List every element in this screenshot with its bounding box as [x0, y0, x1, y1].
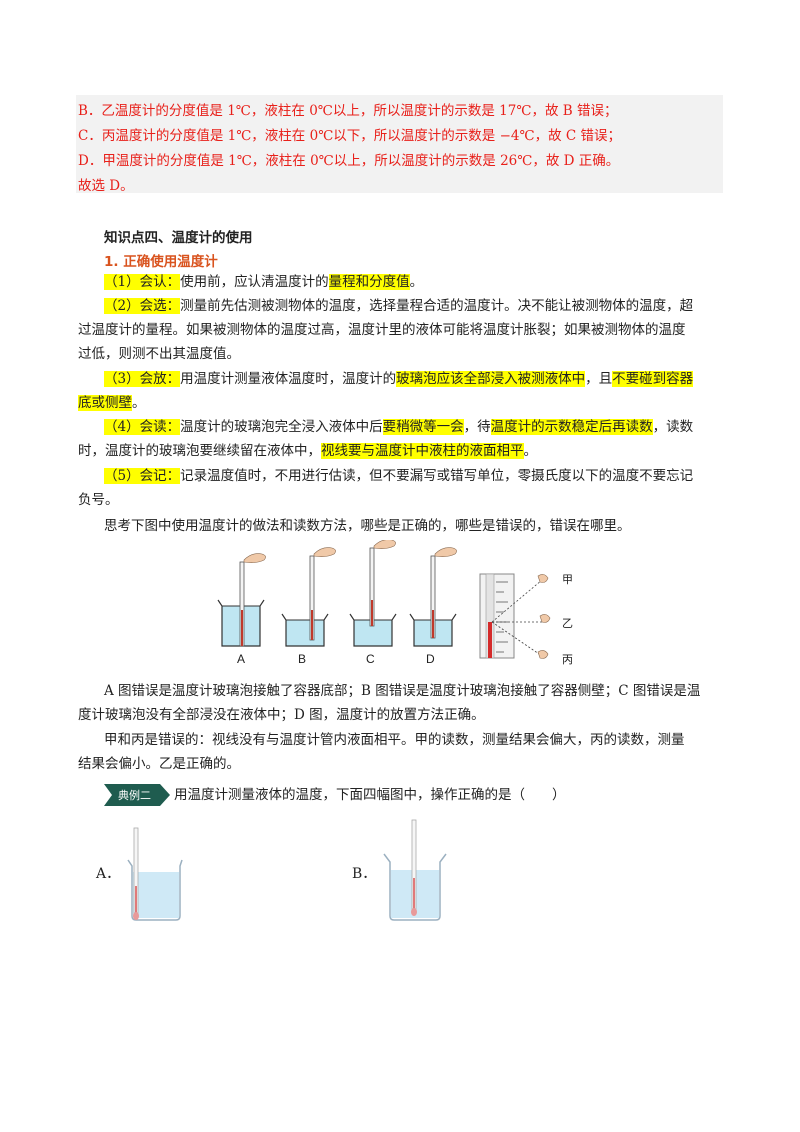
rule-2-label: （2）会选：	[104, 298, 181, 314]
option-b-label[interactable]: B．	[352, 866, 377, 882]
rule-2-text-1: 测量前先估测被测物体的温度，选择量程合适的温度计。决不能让被测物体的温度，超	[180, 298, 694, 314]
explain-p1-line1: A 图错误是温度计玻璃泡接触了容器底部；B 图错误是温度计玻璃泡接触了容器侧壁；…	[104, 683, 701, 699]
option-a-figure[interactable]	[124, 826, 186, 922]
answer-conclusion: 故选 D。	[78, 178, 134, 194]
rule-4-highlight-1: 要稍微等一会	[382, 419, 464, 435]
rule-4-highlight-3: 视线要与温度计中液柱的液面相平	[321, 443, 524, 459]
rule-2-line-3: 过低，则测不出其温度值。	[78, 346, 240, 362]
example-question: 用温度计测量液体的温度，下面四幅图中，操作正确的是（ ）	[174, 787, 566, 803]
rule-4-line-1: （4）会读：温度计的玻璃泡完全浸入液体中后要稍微等一会，待温度计的示数稳定后再读…	[104, 417, 693, 437]
beaker-label-b: B	[298, 652, 307, 666]
rule-1-label: （1）会认：	[104, 274, 181, 290]
example-tag: 典例二	[118, 790, 151, 802]
rule-4-text-2: 时，温度计的玻璃泡要继续留在液体中，	[78, 443, 321, 459]
rule-4-highlight-2: 温度计的示数稳定后再读数	[490, 419, 653, 435]
rule-5-label: （5）会记：	[104, 468, 181, 484]
explain-p1-line2: 度计玻璃泡没有全部浸没在液体中；D 图，温度计的放置方法正确。	[78, 707, 485, 723]
rule-4-label: （4）会读：	[104, 419, 181, 435]
rule-5-line-1: （5）会记：记录温度值时，不用进行估读，但不要漏写或错写单位，零摄氏度以下的温度…	[104, 466, 693, 486]
option-b-figure[interactable]	[380, 818, 450, 924]
rule-3-line-1: （3）会放：用温度计测量液体温度时，温度计的玻璃泡应该全部浸入被测液体中，且不要…	[104, 369, 694, 389]
rule-2-line-2: 过温度计的量程。如果被测物体的温度过高，温度计里的液体可能将温度计胀裂；如果被测…	[78, 322, 686, 338]
section-title: 知识点四、温度计的使用	[104, 230, 253, 246]
rule-5-text: 记录温度值时，不用进行估读，但不要漏写或错写单位，零摄氏度以下的温度不要忘记	[180, 468, 694, 484]
rule-1: （1）会认：使用前，应认清温度计的量程和分度值。	[104, 272, 423, 292]
beaker-d	[409, 547, 457, 647]
beaker-label-c: C	[366, 652, 375, 666]
rule-3-label: （3）会放：	[104, 371, 181, 387]
explain-p2-line1: 甲和丙是错误的：视线没有与温度计管内液面相平。甲的读数，测量结果会偏大，丙的读数…	[104, 732, 685, 748]
rule-2-line-1: （2）会选：测量前先估测被测物体的温度，选择量程合适的温度计。决不能让被测物体的…	[104, 296, 693, 316]
example-tag-shape	[104, 784, 170, 806]
beaker-label-d: D	[426, 652, 435, 666]
answer-box	[76, 95, 723, 193]
rule-4-line-2: 时，温度计的玻璃泡要继续留在液体中，视线要与温度计中液柱的液面相平。	[78, 441, 537, 461]
beaker-b	[281, 547, 336, 647]
answer-line-b: B．乙温度计的分度值是 1℃，液柱在 0℃以上，所以温度计的示数是 17℃，故 …	[78, 103, 618, 119]
rule-4-text: 温度计的玻璃泡完全浸入液体中后	[180, 419, 383, 435]
section-subtitle: 1. 正确使用温度计	[104, 254, 218, 270]
rule-1-end: 。	[409, 274, 424, 290]
view-label-jia: 甲	[562, 573, 573, 586]
view-label-yi: 乙	[562, 617, 573, 630]
reading-view-figure	[479, 573, 551, 659]
rule-3-highlight-2a: 不要碰到容器	[612, 371, 694, 387]
answer-line-c: C．丙温度计的分度值是 1℃，液柱在 0℃以下，所以温度计的示数是 −4℃，故 …	[78, 128, 621, 144]
rule-3-highlight-2b: 底或侧壁	[78, 395, 132, 411]
beaker-label-a: A	[237, 652, 246, 666]
rule-4-mid: ，待	[463, 419, 491, 435]
view-label-bing: 丙	[562, 653, 573, 666]
rule-4-end-2: 。	[523, 443, 538, 459]
beaker-c	[349, 540, 397, 647]
rule-3-end: 。	[132, 395, 146, 411]
rule-1-text: 使用前，应认清温度计的	[180, 274, 329, 290]
rule-3-text: 用温度计测量液体温度时，温度计的	[180, 371, 397, 387]
rule-3-highlight-1: 玻璃泡应该全部浸入被测液体中	[396, 371, 586, 387]
explain-p2-line2: 结果会偏小。乙是正确的。	[78, 756, 240, 772]
rule-4-end: ，读数	[652, 419, 694, 435]
rule-3-line-2: 底或侧壁。	[78, 393, 146, 413]
rule-3-mid: ，且	[585, 371, 613, 387]
beaker-a	[217, 553, 266, 647]
beakers-figure	[217, 540, 457, 647]
rule-1-highlight: 量程和分度值	[328, 274, 410, 290]
option-a-label[interactable]: A．	[96, 866, 121, 882]
answer-line-d: D．甲温度计的分度值是 1℃，液柱在 0℃以上，所以温度计的示数是 26℃，故 …	[78, 153, 620, 169]
rule-5-line-2: 负号。	[78, 492, 119, 508]
think-prompt: 思考下图中使用温度计的做法和读数方法，哪些是正确的，哪些是错误的，错误在哪里。	[104, 518, 631, 534]
